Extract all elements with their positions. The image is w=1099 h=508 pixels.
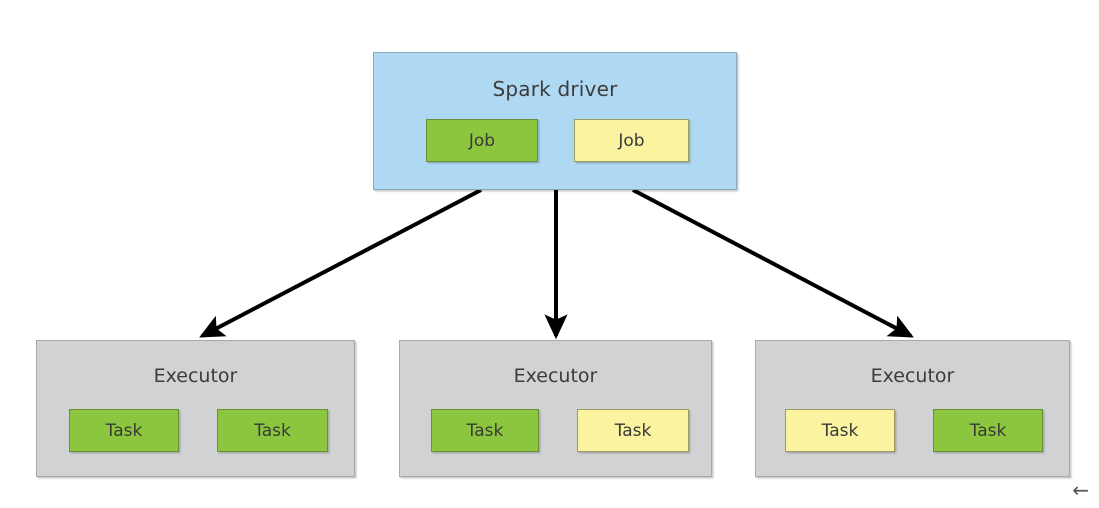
executor-box-3[interactable]: Executor Task Task — [755, 340, 1070, 477]
executor-label-2: Executor — [513, 365, 598, 387]
task-chip-2-2[interactable]: Task — [577, 409, 689, 452]
connector-driver-to-executor-1 — [199, 188, 482, 338]
executor-box-1[interactable]: Executor Task Task — [36, 340, 355, 477]
task-chip-2-1[interactable]: Task — [431, 409, 539, 452]
job-chip-1[interactable]: Job — [426, 119, 538, 162]
executor-label-3: Executor — [870, 365, 955, 387]
spark-driver-label: Spark driver — [492, 77, 618, 101]
job-chip-2[interactable]: Job — [574, 119, 689, 162]
back-arrow-icon[interactable]: ← — [1072, 478, 1089, 502]
task-chip-3-2[interactable]: Task — [933, 409, 1043, 452]
executor-box-2[interactable]: Executor Task Task — [399, 340, 712, 477]
connector-driver-to-executor-3 — [632, 188, 914, 338]
task-chip-1-2[interactable]: Task — [217, 409, 328, 452]
task-chip-1-1[interactable]: Task — [69, 409, 179, 452]
executor-label-1: Executor — [153, 365, 238, 387]
spark-driver-box[interactable]: Spark driver Job Job — [373, 52, 737, 190]
task-chip-3-1[interactable]: Task — [785, 409, 895, 452]
